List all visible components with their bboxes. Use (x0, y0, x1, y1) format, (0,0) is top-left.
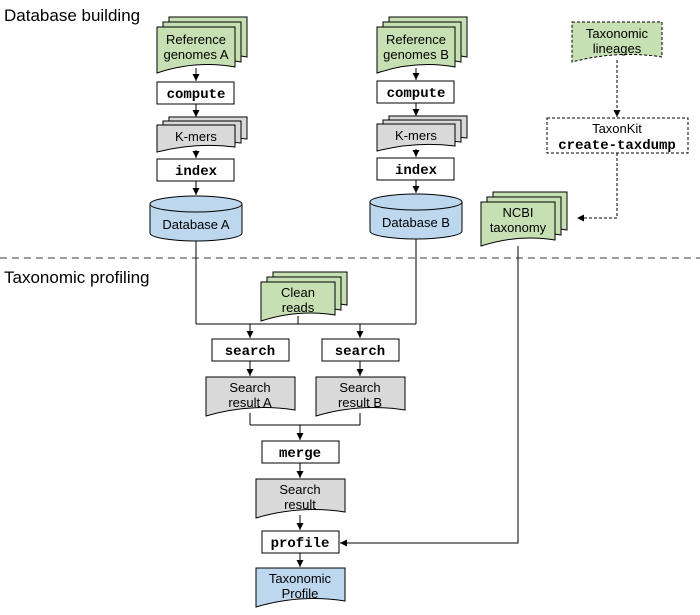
search-result-line2: result (284, 497, 316, 512)
ncbi-taxonomy-line1: NCBI (502, 205, 533, 220)
taxonomic-profile-line1: Taxonomic (269, 571, 332, 586)
database-b: Database B (369, 193, 463, 240)
search-result-b-line2: result B (338, 395, 382, 410)
index-a: index (156, 158, 235, 182)
arrow (340, 246, 519, 547)
ncbi-taxonomy: NCBI taxonomy (480, 191, 568, 247)
clean-reads-line1: Clean (281, 285, 315, 300)
kmers-b: K-mers (376, 115, 468, 152)
section-title-taxonomic-profiling: Taxonomic profiling (4, 268, 150, 287)
clean-reads: Clean reads (260, 271, 348, 322)
search-a: search (211, 338, 290, 362)
reference-genomes-b-line1: Reference (386, 32, 446, 47)
compute-b-label: compute (387, 86, 446, 102)
index-a-label: index (175, 164, 218, 180)
search-result-a-line2: result A (228, 395, 272, 410)
search-result: Search result (255, 478, 346, 519)
merge: merge (261, 440, 340, 464)
section-title-database-building: Database building (4, 6, 140, 25)
profile-label: profile (271, 536, 330, 552)
taxonomic-lineages-line1: Taxonomic (586, 26, 649, 41)
taxonkit-label: TaxonKit (592, 121, 642, 136)
reference-genomes-a: Reference genomes A (156, 16, 248, 74)
clean-reads-line2: reads (282, 300, 315, 315)
taxonomic-lineages: Taxonomic lineages (571, 21, 663, 63)
search-a-label: search (225, 344, 275, 360)
search-b: search (321, 338, 400, 362)
index-b-label: index (395, 163, 438, 179)
taxonomic-profile-line2: Profile (282, 586, 319, 601)
index-b: index (376, 157, 455, 181)
taxonkit-create-taxdump: TaxonKit create-taxdump (546, 117, 689, 154)
search-result-line1: Search (279, 482, 320, 497)
search-result-b-line1: Search (339, 380, 380, 395)
database-b-label: Database B (382, 215, 450, 230)
kmers-b-label: K-mers (395, 128, 437, 143)
merge-label: merge (279, 446, 321, 462)
reference-genomes-b: Reference genomes B (376, 16, 468, 74)
compute-b: compute (376, 80, 455, 104)
taxonomic-profile: Taxonomic Profile (255, 567, 346, 608)
ncbi-taxonomy-line2: taxonomy (490, 220, 547, 235)
search-b-label: search (335, 344, 385, 360)
create-taxdump-label: create-taxdump (558, 138, 676, 154)
reference-genomes-a-line2: genomes A (163, 47, 228, 62)
compute-a: compute (156, 81, 235, 105)
reference-genomes-a-line1: Reference (166, 32, 226, 47)
search-result-b: Search result B (315, 376, 406, 417)
database-a: Database A (149, 195, 243, 242)
dashed-arrow (577, 153, 618, 222)
search-result-a: Search result A (205, 376, 296, 417)
search-result-a-line1: Search (229, 380, 270, 395)
kmers-a-label: K-mers (175, 129, 217, 144)
reference-genomes-b-line2: genomes B (383, 47, 449, 62)
taxonomic-lineages-line2: lineages (593, 41, 642, 56)
compute-a-label: compute (167, 87, 226, 103)
profile: profile (261, 530, 340, 554)
kmers-a: K-mers (156, 116, 248, 153)
database-a-label: Database A (162, 217, 230, 232)
